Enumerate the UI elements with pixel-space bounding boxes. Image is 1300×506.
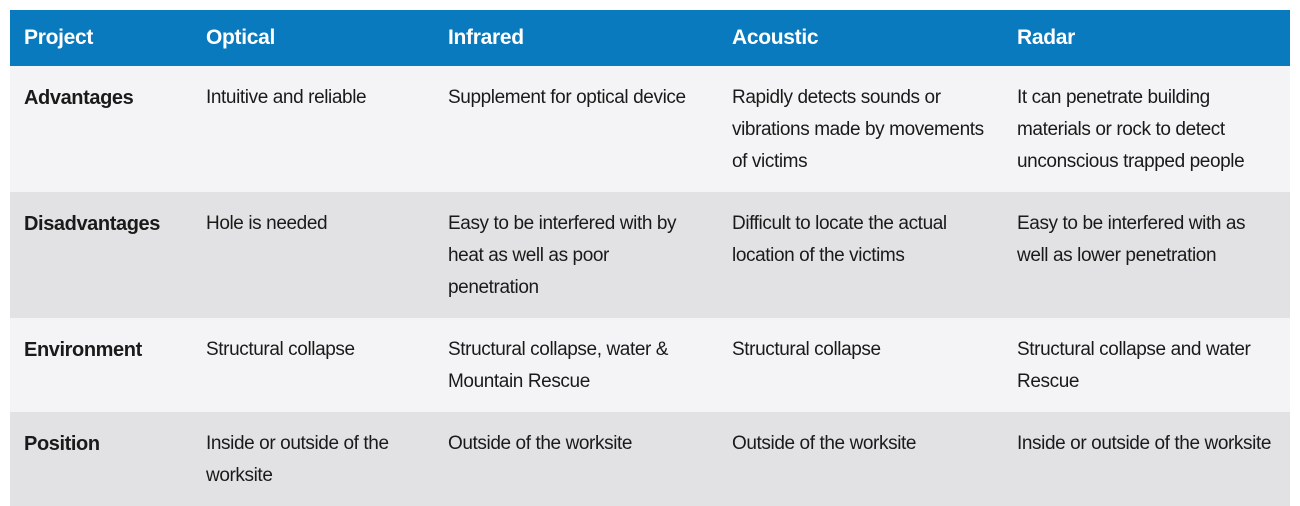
table-body: Advantages Intuitive and reliable Supple… <box>10 66 1290 506</box>
cell-advantages-radar: It can penetrate building materials or r… <box>1017 87 1245 172</box>
table-row-environment: Environment Structural collapse Structur… <box>10 318 1290 412</box>
header-radar: Radar <box>1017 26 1076 49</box>
table-row-disadvantages: Disadvantages Hole is needed Easy to be … <box>10 192 1290 318</box>
header-acoustic: Acoustic <box>732 26 819 49</box>
header-optical: Optical <box>206 26 276 49</box>
cell-position-optical: Inside or outside of the worksite <box>206 433 389 486</box>
cell-disadvantages-acoustic: Difficult to locate the actual location … <box>732 213 947 266</box>
header-project: Project <box>24 26 94 49</box>
cell-disadvantages-radar: Easy to be interfered with as well as lo… <box>1017 213 1246 266</box>
table-row-advantages: Advantages Intuitive and reliable Supple… <box>10 66 1290 192</box>
cell-environment-optical: Structural collapse <box>206 339 355 360</box>
header-infrared: Infrared <box>448 26 524 49</box>
cell-position-radar: Inside or outside of the worksite <box>1017 433 1271 454</box>
cell-disadvantages-infrared: Easy to be interfered with by heat as we… <box>448 213 677 298</box>
cell-environment-acoustic: Structural collapse <box>732 339 881 360</box>
cell-advantages-optical: Intuitive and reliable <box>206 87 367 108</box>
comparison-table-container: Project Optical Infrared Acoustic Radar … <box>10 10 1290 506</box>
cell-advantages-infrared: Supplement for optical device <box>448 87 686 108</box>
cell-disadvantages-optical: Hole is needed <box>206 213 328 234</box>
comparison-table: Project Optical Infrared Acoustic Radar … <box>10 10 1290 506</box>
row-label-advantages: Advantages <box>24 87 134 109</box>
header-row: Project Optical Infrared Acoustic Radar <box>10 10 1290 66</box>
cell-advantages-acoustic: Rapidly detects sounds or vibrations mad… <box>732 87 984 172</box>
cell-environment-radar: Structural collapse and water Rescue <box>1017 339 1251 392</box>
row-label-environment: Environment <box>24 339 142 361</box>
cell-environment-infrared: Structural collapse, water & Mountain Re… <box>448 339 669 392</box>
row-label-disadvantages: Disadvantages <box>24 213 160 235</box>
row-label-position: Position <box>24 433 100 455</box>
table-header: Project Optical Infrared Acoustic Radar <box>10 10 1290 66</box>
cell-position-acoustic: Outside of the worksite <box>732 433 917 454</box>
table-row-position: Position Inside or outside of the worksi… <box>10 412 1290 506</box>
cell-position-infrared: Outside of the worksite <box>448 433 633 454</box>
